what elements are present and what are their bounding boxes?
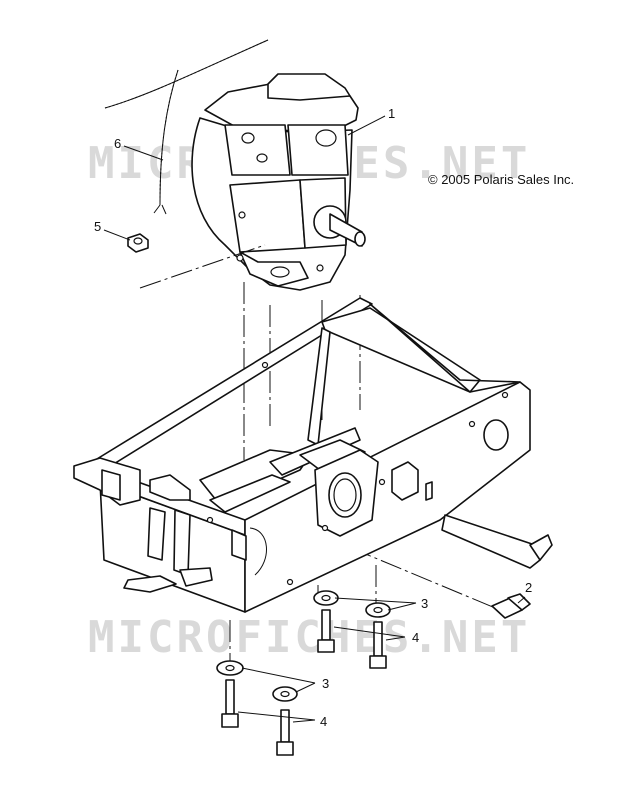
frame xyxy=(73,297,553,613)
nut xyxy=(127,233,149,253)
engine xyxy=(191,73,366,291)
callout-6: 6 xyxy=(114,136,122,151)
callout-3-upper: 3 xyxy=(421,596,429,611)
copyright-notice: © 2005 Polaris Sales Inc. xyxy=(428,172,575,187)
wiring-harness xyxy=(104,39,269,215)
callout-5: 5 xyxy=(94,219,102,234)
washers-lower xyxy=(216,660,298,702)
callout-1: 1 xyxy=(388,106,396,121)
callout-3-lower: 3 xyxy=(322,676,330,691)
callout-4-upper: 4 xyxy=(412,630,420,645)
bolts-upper xyxy=(317,609,387,669)
bolts-lower xyxy=(221,679,294,756)
leader-lines xyxy=(103,115,526,723)
watermark-bottom: MICROFICHES.NET xyxy=(88,612,531,663)
callout-4-lower: 4 xyxy=(320,714,328,729)
callout-2: 2 xyxy=(525,580,533,595)
